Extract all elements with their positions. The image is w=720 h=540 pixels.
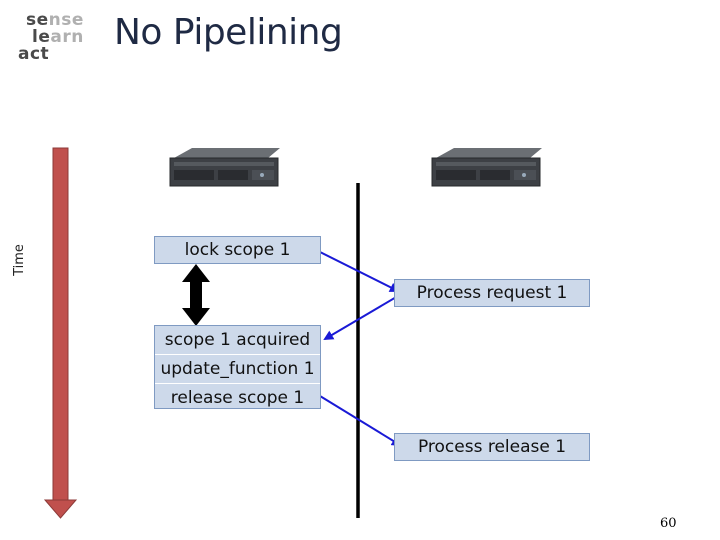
wait-double-arrow (182, 264, 210, 326)
time-axis-label: Time (12, 244, 27, 276)
logo-line-1: sense (26, 10, 84, 30)
release-scope-row: release scope 1 (170, 388, 305, 408)
page-number: 60 (660, 516, 677, 531)
process-release-box: Process release 1 (394, 433, 590, 461)
server-icon (431, 148, 542, 187)
request-arrow (319, 251, 400, 292)
lock-scope-box: lock scope 1 (154, 236, 321, 264)
server-icon (169, 148, 280, 187)
sense-learn-act-logo: sense learn act (18, 12, 98, 68)
logo-line-3: act (18, 44, 50, 64)
scope-acquired-row: scope 1 acquired (155, 326, 320, 355)
scope-actions-box: scope 1 acquired update_function 1 relea… (154, 325, 321, 409)
release-arrow (319, 395, 402, 447)
time-arrow (43, 147, 78, 519)
update-function-row: update_function 1 (155, 355, 320, 384)
grant-arrow (323, 295, 399, 341)
logo-line-2: learn (32, 27, 84, 47)
slide-title: No Pipelining (114, 12, 343, 53)
process-request-box: Process request 1 (394, 279, 590, 307)
